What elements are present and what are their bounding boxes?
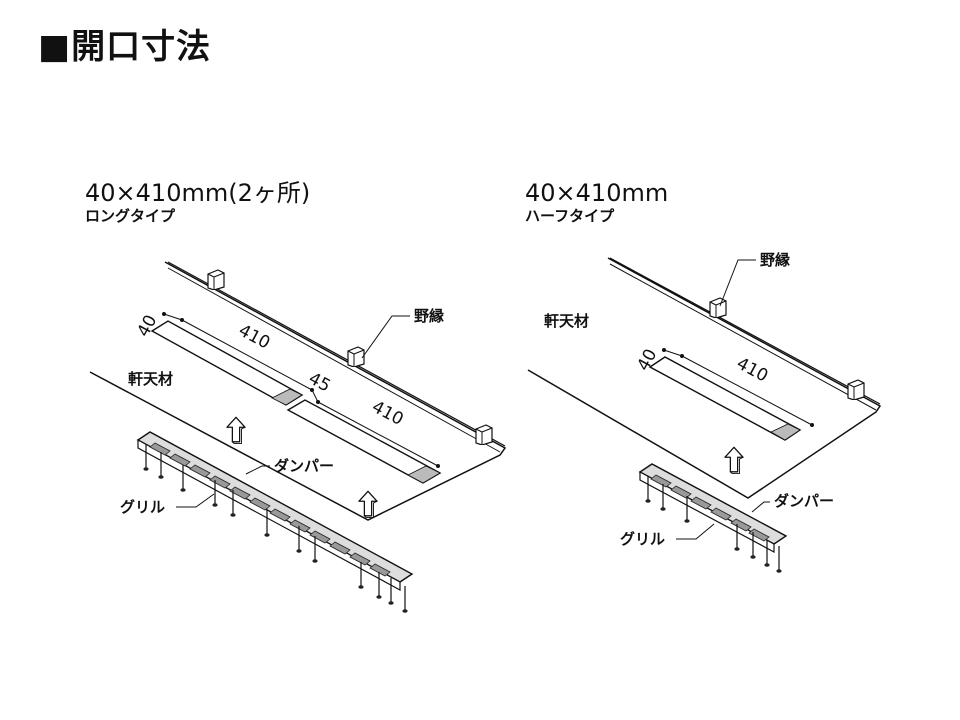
long-nobuchi-label: 野縁	[414, 307, 444, 325]
long-nokiten-label: 軒天材	[128, 370, 173, 388]
screw-icon	[402, 586, 408, 614]
bracket-icon	[347, 346, 365, 367]
half-type-diagram: 40 410 野縁 軒天材 ダンパー	[527, 251, 882, 574]
soffit-board-long	[89, 261, 507, 521]
long-type-heading: 40×410mm(2ヶ所) ロングタイプ	[85, 180, 310, 225]
half-damper-label: ダンパー	[774, 492, 834, 510]
half-type-dimensions: 40×410mm	[525, 179, 669, 207]
long-type-dimensions: 40×410mm(2ヶ所)	[85, 179, 311, 207]
bracket-icon	[709, 297, 727, 318]
half-nobuchi-label: 野縁	[760, 251, 790, 269]
long-type-name: ロングタイプ	[85, 207, 176, 226]
bracket-icon	[847, 379, 865, 400]
long-damper-label: ダンパー	[274, 457, 334, 475]
half-type-heading: 40×410mm ハーフタイプ	[525, 180, 668, 225]
half-nokiten-label: 軒天材	[544, 312, 589, 330]
grille-unit-long	[136, 431, 414, 614]
long-type-diagram: 40 410 45 410	[89, 261, 507, 614]
bracket-icon	[475, 424, 493, 445]
half-type-name: ハーフタイプ	[525, 207, 615, 226]
bracket-icon	[207, 269, 225, 290]
grille-unit-half	[638, 463, 788, 574]
long-grille-label: グリル	[120, 498, 165, 516]
page-title: ■開口寸法	[38, 27, 212, 67]
half-grille-label: グリル	[620, 530, 665, 548]
screw-icon	[776, 546, 782, 574]
